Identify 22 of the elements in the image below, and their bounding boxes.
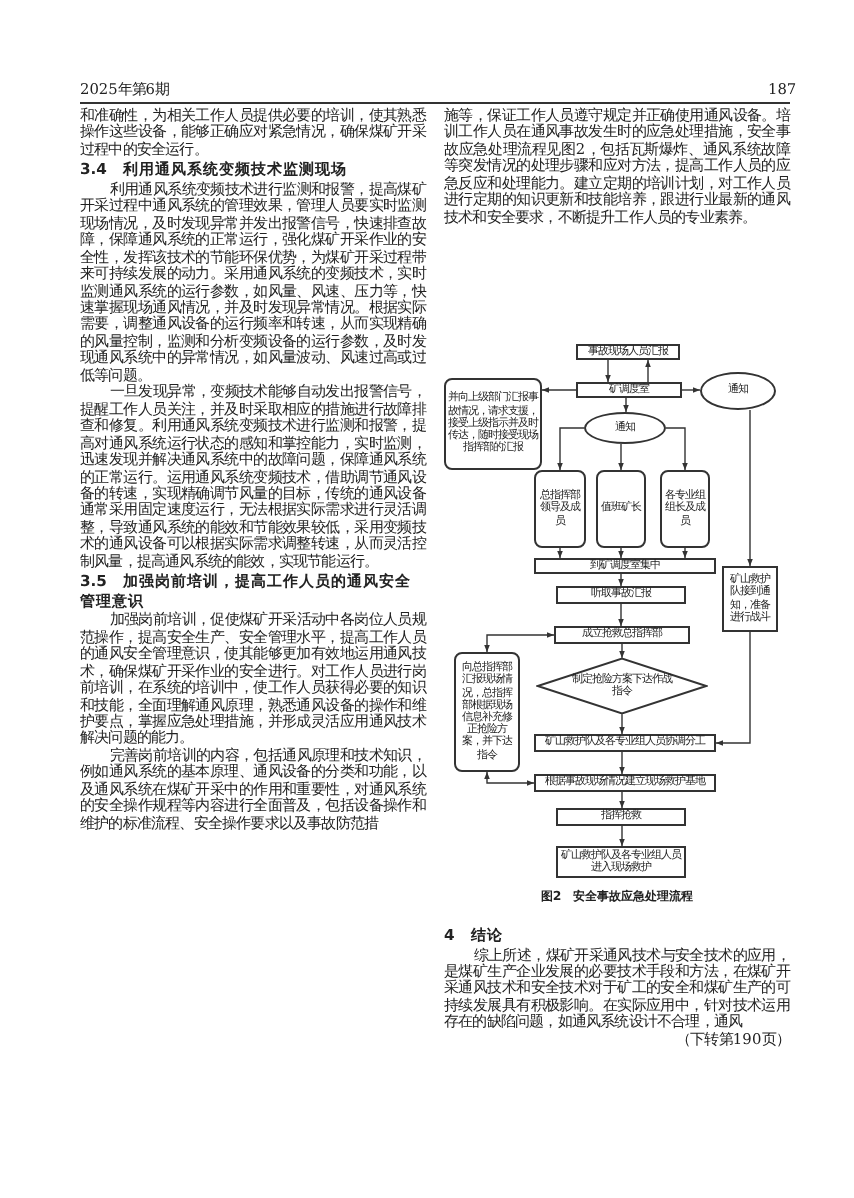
arrow bbox=[682, 547, 688, 559]
arrow bbox=[618, 573, 624, 587]
arrow bbox=[715, 631, 751, 746]
arrow bbox=[619, 791, 625, 809]
arrow bbox=[619, 713, 625, 735]
arrow bbox=[618, 443, 624, 471]
arrow bbox=[619, 751, 625, 775]
arrow bbox=[484, 632, 555, 653]
arrow bbox=[665, 427, 688, 471]
arrow bbox=[557, 427, 585, 471]
arrow bbox=[557, 547, 563, 559]
arrow bbox=[619, 643, 625, 659]
arrow bbox=[623, 397, 629, 413]
arrow bbox=[645, 359, 651, 383]
arrow bbox=[747, 409, 753, 567]
arrow bbox=[619, 825, 625, 847]
arrow bbox=[618, 547, 624, 559]
arrow bbox=[541, 387, 577, 393]
arrow bbox=[484, 771, 535, 786]
arrow bbox=[681, 387, 701, 393]
arrow bbox=[605, 359, 611, 383]
arrow bbox=[618, 603, 624, 627]
